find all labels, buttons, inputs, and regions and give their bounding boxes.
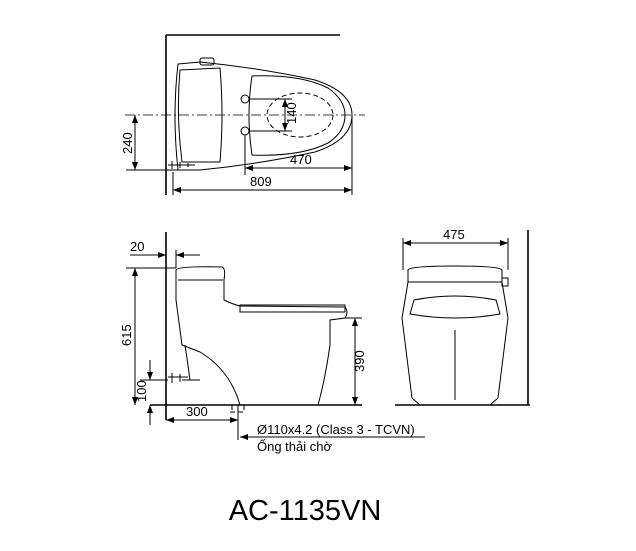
outlet-spec: Ø110x4.2 (Class 3 - TCVN) bbox=[257, 422, 415, 437]
water-inlet bbox=[168, 161, 195, 169]
flush-button bbox=[199, 57, 215, 66]
flush-lever bbox=[501, 277, 509, 287]
model-title: AC-1135VN bbox=[229, 495, 382, 527]
outlet-label: Ống thải chờ bbox=[257, 439, 332, 454]
front-view: 475 bbox=[395, 227, 530, 406]
tank bbox=[407, 265, 503, 283]
dim-470: 470 bbox=[290, 152, 312, 167]
dim-475: 475 bbox=[443, 227, 465, 242]
dim-300: 300 bbox=[186, 404, 208, 419]
side-view: 615 100 390 20 300 Ø110x4.2 (Class 3 - T… bbox=[119, 232, 425, 454]
bolt-right bbox=[240, 126, 250, 136]
dim-100: 100 bbox=[134, 380, 149, 402]
dim-390: 390 bbox=[352, 350, 367, 372]
seat-lid bbox=[248, 75, 346, 156]
seat bbox=[239, 304, 346, 313]
bolt-left bbox=[240, 94, 250, 104]
dim-140: 140 bbox=[284, 102, 299, 124]
toilet-body bbox=[175, 266, 348, 406]
dim-20: 20 bbox=[130, 239, 144, 254]
bowl-outline bbox=[174, 61, 353, 171]
dim-240: 240 bbox=[120, 132, 135, 154]
inlet-hose bbox=[182, 344, 200, 381]
tank-lid bbox=[177, 67, 223, 163]
toilet-body bbox=[401, 281, 509, 406]
top-view: 140 240 470 809 bbox=[120, 34, 365, 195]
dim-615: 615 bbox=[119, 324, 134, 346]
inlet-valve bbox=[168, 373, 188, 383]
dim-809: 809 bbox=[250, 174, 272, 189]
seat bbox=[409, 295, 501, 319]
bowl-opening bbox=[266, 92, 334, 138]
